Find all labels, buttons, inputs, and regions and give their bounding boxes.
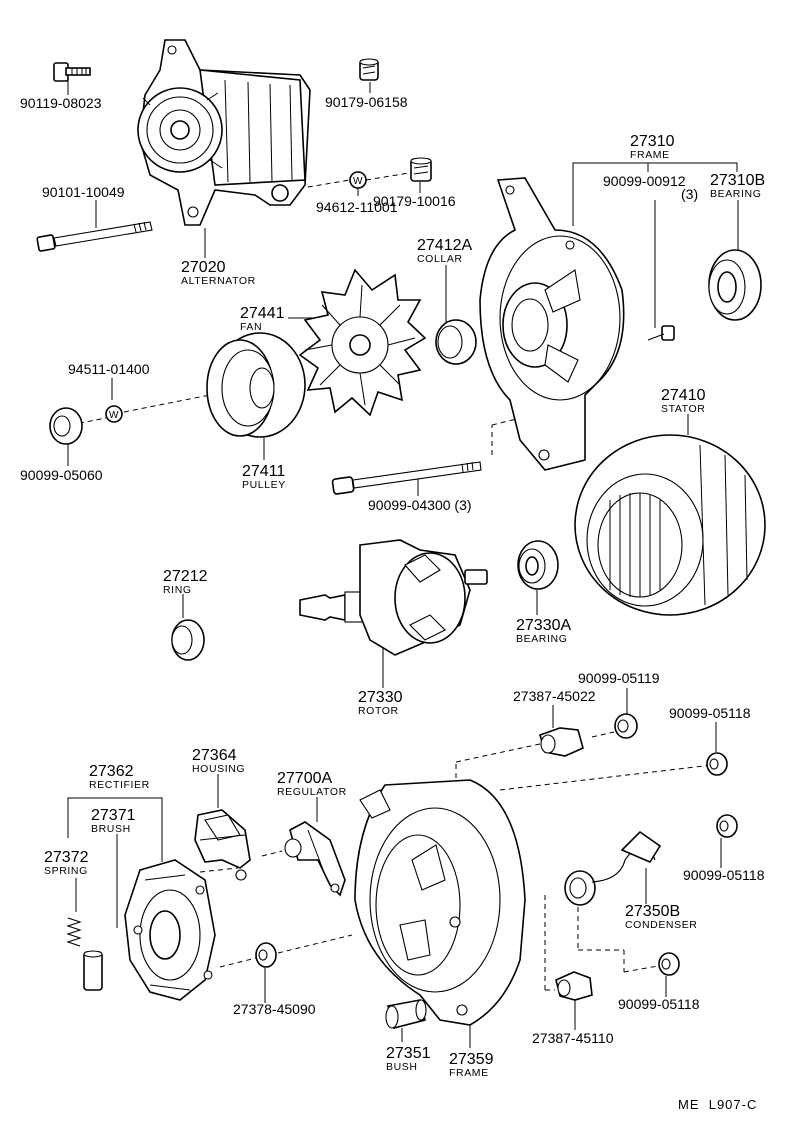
- label-27020-name: ALTERNATOR: [181, 275, 256, 287]
- bush-27351-drawing: [385, 999, 427, 1029]
- washer-94612-11001-drawing: W: [349, 171, 367, 189]
- label-27351-name: BUSH: [386, 1061, 418, 1073]
- label-27212: 27212: [163, 568, 208, 585]
- bearing-27310b-drawing: [708, 249, 762, 321]
- label-27700a: 27700A: [277, 770, 332, 787]
- label-27212-name: RING: [163, 584, 192, 596]
- condenser-27350b-drawing: [564, 830, 662, 906]
- label-90099-00912: 90099-00912: [603, 173, 686, 189]
- label-90179-06158: 90179-06158: [325, 94, 408, 110]
- spring-27372-drawing: [66, 917, 82, 947]
- rectifier-27362-drawing: [124, 859, 216, 1001]
- housing-27364-drawing: [194, 809, 251, 881]
- label-27441-name: FAN: [240, 321, 262, 333]
- label-27371-name: BRUSH: [91, 823, 131, 835]
- nut-90099-05118-mid-drawing: [716, 814, 738, 838]
- label-27351: 27351: [386, 1045, 431, 1062]
- label-90099-05119: 90099-05119: [578, 670, 660, 686]
- label-90099-05118-mid: 90099-05118: [683, 867, 765, 883]
- label-94511-01400: 94511-01400: [68, 361, 150, 377]
- label-27412a-name: COLLAR: [417, 253, 463, 265]
- label-90099-04300: 90099-04300 (3): [368, 497, 472, 513]
- bolt-90099-04300-drawing: [331, 461, 482, 495]
- label-27330a-name: BEARING: [516, 633, 567, 645]
- insulator-27387-45110-drawing: [555, 971, 593, 1001]
- rear-frame-27359-drawing: [354, 779, 526, 1026]
- label-27411-name: PULLEY: [242, 479, 286, 491]
- label-27330a: 27330A: [516, 617, 571, 634]
- svg-text:W: W: [109, 410, 119, 421]
- label-27410-name: STATOR: [661, 403, 705, 415]
- label-27364: 27364: [192, 747, 237, 764]
- regulator-27700a-drawing: [284, 821, 346, 897]
- label-27372-name: SPRING: [44, 865, 88, 877]
- insulator-27387-45022-drawing: [539, 727, 584, 757]
- label-27378-45090: 27378-45090: [233, 1001, 316, 1017]
- nut-90099-05119-drawing: [614, 713, 638, 739]
- label-27350b: 27350B: [625, 903, 680, 920]
- label-27441: 27441: [240, 305, 285, 322]
- nut-90099-05118-low-drawing: [658, 952, 680, 976]
- part-labels: 90119-08023 90179-06158 90101-10049 9461…: [20, 94, 765, 1112]
- label-27411: 27411: [242, 463, 285, 480]
- label-90099-05060: 90099-05060: [20, 467, 103, 483]
- ring-27212-drawing: [171, 619, 205, 661]
- label-27350b-name: CONDENSER: [625, 919, 698, 931]
- label-90101-10049: 90101-10049: [42, 184, 125, 200]
- label-27387-45022: 27387-45022: [513, 688, 596, 704]
- collar-27412a-drawing: [435, 319, 477, 365]
- alternator-assembly-drawing: [137, 39, 311, 226]
- rotor-27330-drawing: [299, 539, 488, 656]
- label-27410: 27410: [661, 387, 706, 404]
- label-27020: 27020: [181, 259, 226, 276]
- label-94612-11001: 94612-11001: [316, 199, 398, 215]
- bolt-90119-08023-drawing: [53, 62, 91, 82]
- label-27330: 27330: [358, 689, 403, 706]
- nut-90179-06158-drawing: [359, 58, 379, 81]
- label-27310-name: FRAME: [630, 149, 670, 161]
- label-27412a: 27412A: [417, 237, 472, 254]
- figure-code: ME L907-C: [678, 1097, 757, 1112]
- label-90099-05118-top: 90099-05118: [669, 705, 751, 721]
- insulator-27378-45090-drawing: [255, 942, 277, 968]
- nut-90099-05060-drawing: [49, 407, 83, 445]
- label-27362-name: RECTIFIER: [89, 779, 150, 791]
- front-frame-27310-drawing: [479, 177, 625, 471]
- bolt-90101-10049-drawing: [36, 221, 153, 252]
- fan-27441-drawing: [298, 268, 427, 417]
- label-90099-00912-qty: (3): [681, 186, 698, 202]
- svg-text:W: W: [353, 176, 363, 187]
- label-27310b: 27310B: [710, 172, 765, 189]
- label-27371: 27371: [91, 807, 136, 824]
- label-90119-08023: 90119-08023: [20, 95, 102, 111]
- label-27359: 27359: [449, 1051, 494, 1068]
- label-27372: 27372: [44, 849, 89, 866]
- nut-90179-10016-drawing: [410, 157, 432, 182]
- screw-90099-00912-drawing: [647, 325, 675, 341]
- label-27387-45110: 27387-45110: [532, 1030, 614, 1046]
- label-27330-name: ROTOR: [358, 705, 399, 717]
- label-27310b-name: BEARING: [710, 188, 761, 200]
- label-27700a-name: REGULATOR: [277, 786, 347, 798]
- stator-27410-drawing: [574, 434, 766, 616]
- label-90179-10016: 90179-10016: [373, 193, 456, 209]
- label-27362: 27362: [89, 763, 134, 780]
- label-27359-name: FRAME: [449, 1067, 489, 1079]
- nut-90099-05118-top-drawing: [706, 752, 728, 776]
- washer-94511-01400-drawing: W: [105, 405, 123, 423]
- bearing-27330a-drawing: [517, 540, 559, 590]
- label-90099-05118-low: 90099-05118: [618, 996, 700, 1012]
- label-27364-name: HOUSING: [192, 763, 245, 775]
- label-27310: 27310: [630, 133, 675, 150]
- brush-27371-drawing: [83, 950, 103, 991]
- pulley-27411-drawing: [206, 332, 306, 438]
